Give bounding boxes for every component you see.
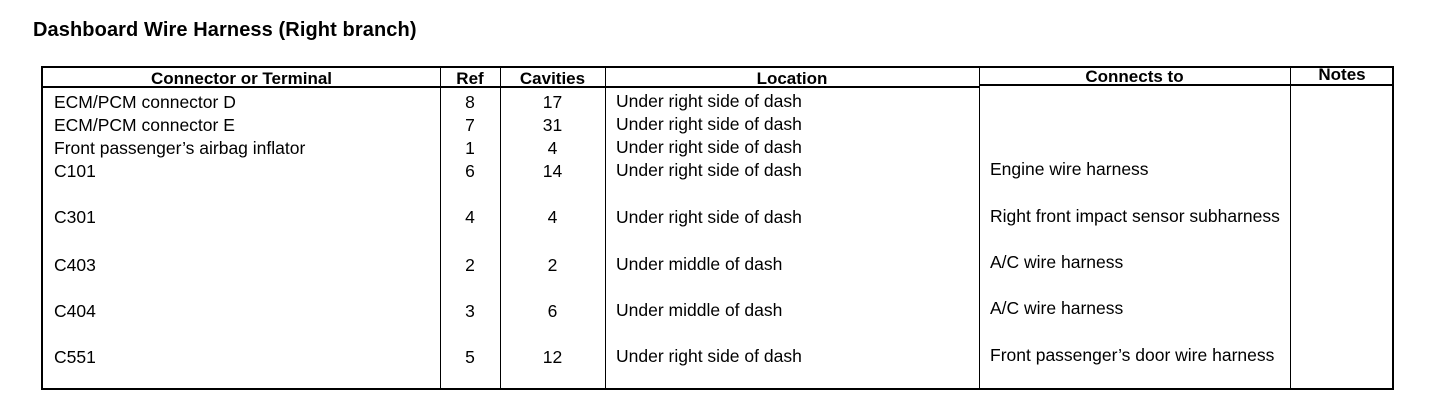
cell-connector: C101	[54, 161, 96, 181]
cell-connector: ECM/PCM connector E	[54, 115, 235, 135]
cell-location: Under right side of dash	[616, 91, 802, 111]
header-rule	[1290, 84, 1394, 86]
cell-location: Under right side of dash	[616, 160, 802, 180]
column-header-cavities: Cavities	[519, 69, 586, 88]
column-divider	[1290, 68, 1291, 388]
column-divider	[605, 68, 606, 388]
cell-ref: 3	[465, 301, 475, 321]
cell-cavities: 2	[547, 255, 558, 275]
cell-ref: 8	[465, 92, 475, 112]
column-header-connects-to: Connects to	[1085, 67, 1184, 86]
cell-connects-to: Front passenger’s door wire harness	[990, 345, 1275, 365]
harness-table: Connector or Terminal Ref Cavities Locat…	[41, 65, 1394, 390]
column-header-location: Location	[756, 69, 828, 88]
cell-connects-to: Engine wire harness	[990, 159, 1149, 179]
column-divider	[500, 68, 501, 388]
cell-ref: 5	[465, 347, 475, 367]
cell-location: Under right side of dash	[616, 346, 802, 366]
cell-connector: C404	[54, 301, 96, 321]
cell-location: Under right side of dash	[616, 207, 802, 227]
column-divider	[979, 68, 980, 388]
cell-ref: 6	[465, 161, 475, 181]
cell-connector: C551	[54, 347, 96, 367]
cell-ref: 7	[465, 115, 475, 135]
column-header-ref: Ref	[456, 69, 484, 88]
cell-ref: 4	[465, 207, 475, 227]
cell-cavities: 4	[547, 138, 558, 158]
header-rule	[500, 86, 605, 88]
header-rule	[440, 86, 500, 88]
cell-connects-to: Right front impact sensor subharness	[990, 206, 1280, 226]
cell-cavities: 17	[542, 92, 563, 112]
cell-connector: ECM/PCM connector D	[54, 92, 236, 112]
cell-ref: 2	[465, 255, 475, 275]
cell-cavities: 12	[542, 347, 563, 367]
cell-location: Under right side of dash	[616, 114, 802, 134]
page-title: Dashboard Wire Harness (Right branch)	[33, 19, 417, 41]
cell-connects-to: A/C wire harness	[990, 298, 1124, 318]
header-rule	[43, 86, 440, 88]
cell-cavities: 6	[547, 301, 558, 321]
cell-cavities: 14	[542, 161, 563, 181]
cell-location: Under middle of dash	[616, 300, 783, 320]
header-rule	[605, 86, 979, 88]
cell-connects-to: A/C wire harness	[990, 252, 1124, 272]
cell-connector: C301	[54, 207, 96, 227]
cell-connector: C403	[54, 255, 96, 275]
column-divider	[440, 68, 441, 388]
cell-ref: 1	[465, 138, 475, 158]
cell-connector: Front passenger’s airbag inflator	[54, 138, 306, 158]
cell-cavities: 4	[547, 207, 558, 227]
cell-location: Under right side of dash	[616, 137, 802, 157]
column-header-notes: Notes	[1318, 65, 1366, 84]
header-rule	[979, 84, 1290, 86]
cell-location: Under middle of dash	[616, 254, 783, 274]
cell-cavities: 31	[542, 115, 563, 135]
column-header-connector: Connector or Terminal	[150, 69, 333, 88]
